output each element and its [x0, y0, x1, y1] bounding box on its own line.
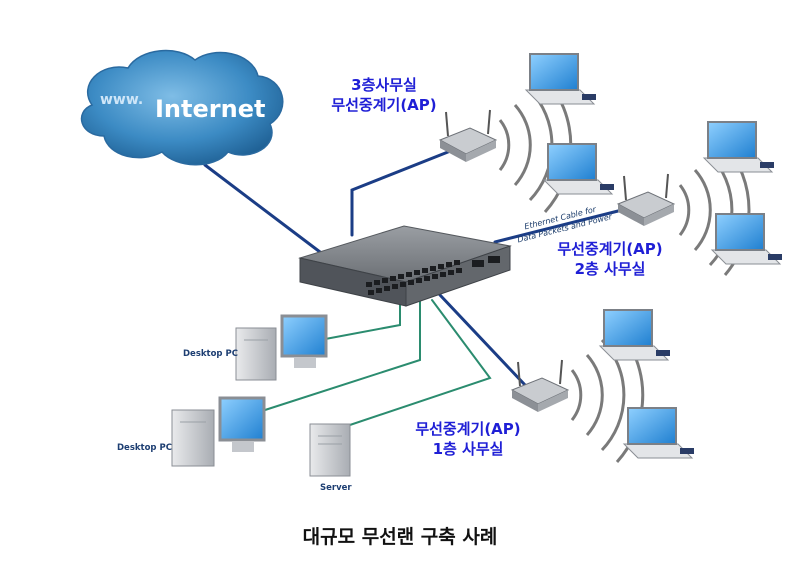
network-switch	[298, 225, 512, 307]
cables	[203, 146, 632, 431]
switch-ports	[366, 256, 500, 295]
monitor-icon	[280, 314, 328, 358]
server-label: Server	[320, 483, 352, 493]
server	[309, 423, 351, 477]
ap-3f-label-line1: 3층사무실	[351, 76, 417, 94]
ap-1f-label-line2: 1층 사무실	[433, 440, 504, 458]
cable-ap-3f	[350, 146, 460, 237]
diagram-caption: 대규모 무선랜 구축 사례	[303, 526, 498, 548]
cloud-www-text: www.	[100, 92, 143, 108]
pc-tower-icon	[235, 327, 277, 381]
server-tower-icon	[309, 423, 351, 477]
laptop-icon	[542, 143, 614, 195]
ap-1f-label-line1: 무선중계기(AP)	[415, 420, 520, 438]
access-point-2f	[616, 173, 676, 226]
cable-ap-2f	[493, 206, 632, 244]
laptops	[524, 53, 782, 459]
internet-cloud: www. Internet	[80, 49, 284, 166]
laptop-icon	[598, 309, 670, 361]
laptop-icon	[702, 121, 774, 173]
ap-2f-label-line1: 무선중계기(AP)	[557, 240, 662, 258]
cable-server	[334, 299, 492, 431]
cable-pc-2	[264, 299, 421, 411]
monitor-icon	[218, 396, 266, 442]
cable-pc-1	[319, 297, 401, 341]
laptop-icon	[524, 53, 596, 105]
desktop-pc-2-label: Desktop PC	[117, 443, 172, 453]
desktop-pc-2	[171, 396, 266, 467]
cable-internet	[203, 163, 322, 254]
laptop-icon	[622, 407, 694, 459]
pc-tower-icon	[171, 409, 215, 467]
desktop-pc-1-label: Desktop PC	[183, 349, 238, 359]
desktop-pc-1	[235, 314, 328, 381]
ap-3f-label-line2: 무선중계기(AP)	[331, 96, 436, 114]
cable-ap-1f	[438, 293, 527, 387]
laptop-icon	[710, 213, 782, 265]
cloud-internet-label: Internet	[155, 95, 265, 123]
access-point-3f	[438, 109, 498, 162]
ap-2f-label-line2: 2층 사무실	[575, 260, 646, 278]
access-point-1f	[510, 359, 570, 412]
